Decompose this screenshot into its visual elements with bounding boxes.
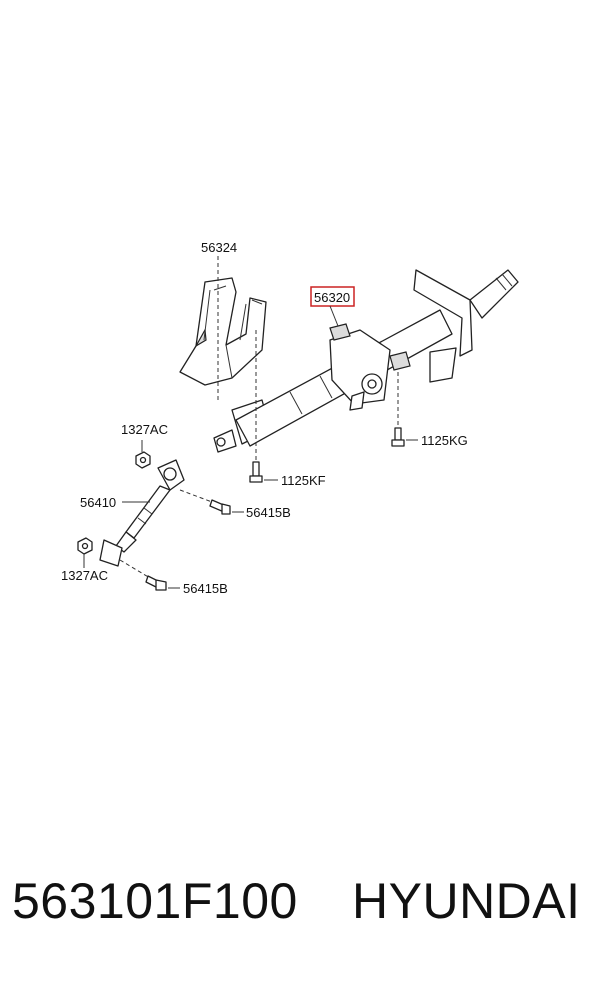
steering-column-diagram: 56324 56320 1125KG 1125KF 1327AC 56410 5… [61,240,519,596]
label-1125kg: 1125KG [421,433,468,448]
bolt-1125kf-drawing [249,330,278,483]
nut-upper-drawing [135,440,151,469]
label-1327ac-upper: 1327AC [121,422,168,437]
label-56324: 56324 [201,240,237,255]
bolt-56415b-lower-drawing [119,559,180,591]
bracket-56324-drawing [179,277,267,386]
leader-column [329,305,339,327]
part-number: 563101F100 [12,873,298,929]
nut-lower-drawing [77,537,93,568]
intermediate-shaft-56410-drawing [99,459,185,567]
highlight-box-56320 [310,286,355,307]
steering-column-56320-drawing [213,269,519,453]
footer: 563101F100 HYUNDAI [0,872,600,952]
label-1327ac-lower: 1327AC [61,568,108,583]
label-56410: 56410 [80,495,116,510]
label-1125kf: 1125KF [281,473,326,488]
label-56320: 56320 [314,290,350,305]
brand-name: HYUNDAI [352,873,581,929]
bolt-56415b-upper-drawing [179,489,244,515]
bolt-1125kg-drawing [391,372,418,447]
label-56415b-upper: 56415B [246,505,291,520]
label-56415b-lower: 56415B [183,581,228,596]
